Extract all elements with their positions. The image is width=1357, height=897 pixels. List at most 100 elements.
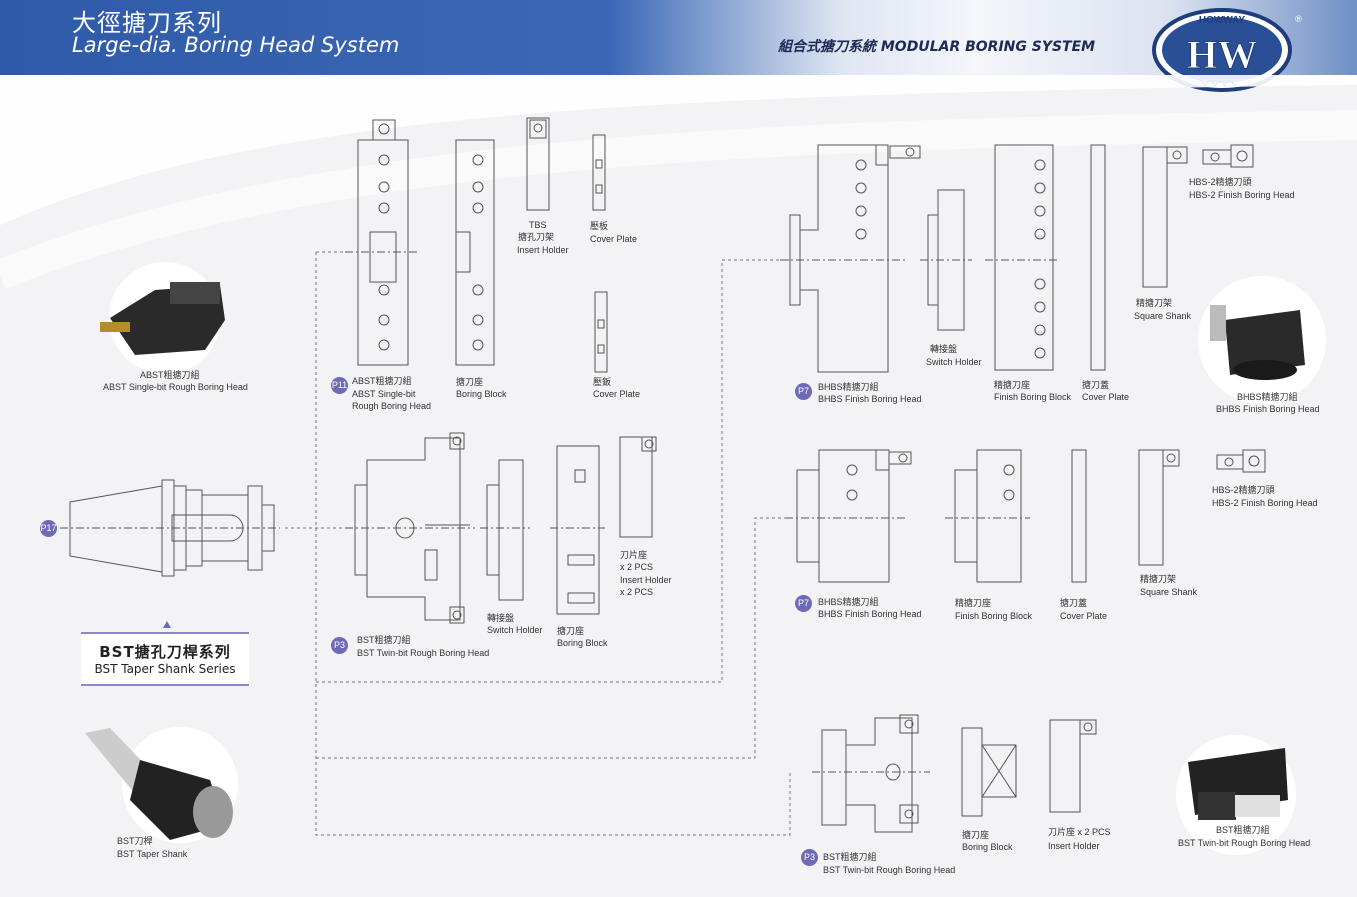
switch-holder-2-label-en: Switch Holder <box>926 357 982 367</box>
page-title-en: Large-dia. Boring Head System <box>72 33 400 57</box>
insert-holder-label-cn: 刀片座 <box>620 550 648 560</box>
insert-holder-3-label-cn: 刀片座 x 2 PCS <box>1048 827 1111 837</box>
insert-holder-3-drawing <box>1049 719 1097 813</box>
cover-plate-3-label-en: Cover Plate <box>1082 392 1130 402</box>
boring-block-2-drawing <box>550 445 605 615</box>
bhbs-photo-label-en: BHBS Finish Boring Head <box>1216 404 1320 414</box>
hbs2-2-label-en: HBS-2 Finish Boring Head <box>1212 498 1318 508</box>
finish-boring-block-label-cn: 精搪刀座 <box>994 380 1031 390</box>
cover-plate-2-label-cn: 壓鈑 <box>593 377 612 387</box>
bst-3-label-en: BST Twin-bit Rough Boring Head <box>823 865 956 875</box>
background-wave <box>0 75 1357 289</box>
cover-plate-3-label-cn: 搪刀蓋 <box>1082 380 1110 390</box>
page-badge-p7: P7 <box>795 383 812 400</box>
hbs2-label-en: HBS-2 Finish Boring Head <box>1189 190 1295 200</box>
abst-head-drawing <box>345 119 420 366</box>
cover-plate-4-drawing <box>1071 449 1087 583</box>
switch-holder-2-drawing <box>920 189 972 331</box>
bhbs-label-cn: BHBS精搪刀組 <box>818 382 879 392</box>
cover-plate-4-label-en: Cover Plate <box>1060 611 1108 621</box>
page-badge-p17: P17 <box>40 520 57 537</box>
cover-plate-drawing <box>592 134 608 373</box>
pointer-triangle <box>163 621 171 628</box>
bst-twin-label-en: BST Twin-bit Rough Boring Head <box>357 648 490 658</box>
boring-block-3-label-en: Boring Block <box>962 842 1013 852</box>
insert-holder-qty: x 2 PCS <box>620 562 654 572</box>
square-shank-label-en: Square Shank <box>1134 311 1192 321</box>
abst-label-cn: ABST粗搪刀組 <box>352 376 412 386</box>
bst-twin-bit-head-drawing <box>345 432 475 624</box>
hbs2-finish-head-drawing <box>1202 144 1254 168</box>
bhbs-photo <box>1198 276 1326 404</box>
bhbs-2-label-en: BHBS Finish Boring Head <box>818 609 922 619</box>
bst-series-box: BST搪孔刀桿系列 BST Taper Shank Series <box>81 632 249 686</box>
cover-plate-label-en: Cover Plate <box>590 234 638 244</box>
abst-label-en2: Rough Boring Head <box>352 401 432 411</box>
tbs-insert-holder-drawing <box>526 117 550 211</box>
tbs-label-cn: 搪孔刀架 <box>518 232 555 242</box>
bhbs-label-en: BHBS Finish Boring Head <box>818 394 922 404</box>
boring-block-2-label-cn: 搪刀座 <box>557 626 585 636</box>
insert-holder-3-label-en: Insert Holder <box>1048 841 1100 851</box>
switch-holder-2-label-cn: 轉接盤 <box>930 344 958 354</box>
finish-boring-block-drawing <box>985 144 1060 371</box>
system-title: 組合式搪刀系統 MODULAR BORING SYSTEM <box>778 39 1096 55</box>
bst-3-label-cn: BST粗搪刀組 <box>823 852 877 862</box>
insert-holder-drawing <box>619 436 657 538</box>
howway-logo: HOWWAY HW ® <box>1152 8 1302 92</box>
square-shank-2-drawing <box>1138 449 1180 566</box>
square-shank-drawing <box>1142 146 1188 288</box>
bst-twin-label-cn: BST粗搪刀組 <box>357 635 411 645</box>
boring-block-drawing <box>455 139 495 366</box>
boring-block-label-en: Boring Block <box>456 389 507 399</box>
page-badge-p11: P11 <box>331 377 348 394</box>
bst-photo <box>1176 735 1296 855</box>
insert-holder-label-en: Insert Holder <box>620 575 672 585</box>
bst-photo-label-en: BST Twin-bit Rough Boring Head <box>1178 838 1311 848</box>
abst-photo-label-cn: ABST粗搪刀組 <box>140 370 200 380</box>
header-banner: 大徑搪刀系列 Large-dia. Boring Head System 組合式… <box>0 0 1357 92</box>
switch-holder-drawing <box>480 459 530 601</box>
insert-holder-qty-2: x 2 PCS <box>620 587 654 597</box>
bst-taper-shank-drawing <box>60 479 280 577</box>
finish-boring-block-2-label-en: Finish Boring Block <box>955 611 1033 621</box>
shank-photo <box>85 727 238 843</box>
boring-block-3-label-cn: 搪刀座 <box>962 830 990 840</box>
logo-registered: ® <box>1294 15 1302 25</box>
square-shank-2-label-cn: 精搪刀架 <box>1140 574 1177 584</box>
finish-boring-block-2-drawing <box>945 449 1030 583</box>
connector-lines <box>285 251 791 836</box>
bhbs-2-label-cn: BHBS精搪刀組 <box>818 597 879 607</box>
square-shank-label-cn: 精搪刀架 <box>1136 298 1173 308</box>
tbs-label-en: Insert Holder <box>517 245 569 255</box>
boring-block-label-cn: 搪刀座 <box>456 377 484 387</box>
finish-boring-block-label-en: Finish Boring Block <box>994 392 1072 402</box>
cover-plate-4-label-cn: 搪刀蓋 <box>1060 598 1088 608</box>
bst-twin-bit-head-3-drawing <box>812 714 930 833</box>
bst-series-title-cn: BST搪孔刀桿系列 <box>99 643 231 661</box>
finish-boring-block-2-label-cn: 精搪刀座 <box>955 598 992 608</box>
bst-series-title-en: BST Taper Shank Series <box>94 662 236 676</box>
hbs2-label-cn: HBS-2精搪刀頭 <box>1189 177 1252 187</box>
page-title-cn: 大徑搪刀系列 <box>72 9 222 37</box>
abst-label-en1: ABST Single-bit <box>352 389 416 399</box>
bhbs-photo-label-cn: BHBS精搪刀組 <box>1237 392 1298 402</box>
bst-photo-label-cn: BST粗搪刀組 <box>1216 825 1270 835</box>
switch-holder-label-en: Switch Holder <box>487 625 543 635</box>
square-shank-2-label-en: Square Shank <box>1140 587 1198 597</box>
cover-plate-label-cn: 壓板 <box>590 221 609 231</box>
abst-photo <box>100 262 225 374</box>
tbs-code-label: TBS <box>529 220 547 230</box>
page-badge-p3-2: P3 <box>801 849 818 866</box>
cover-plate-3-drawing <box>1090 144 1106 371</box>
switch-holder-label-cn: 轉接盤 <box>487 613 515 623</box>
page-badge-p7-2: P7 <box>795 595 812 612</box>
bhbs-finish-head-drawing <box>780 144 921 373</box>
bhbs-finish-head-2-drawing <box>785 449 912 583</box>
shank-photo-label-en: BST Taper Shank <box>117 849 188 859</box>
abst-photo-label-en: ABST Single-bit Rough Boring Head <box>103 382 248 392</box>
hbs2-finish-head-2-drawing <box>1216 449 1266 473</box>
shank-photo-label-cn: BST刀桿 <box>117 836 153 846</box>
boring-block-2-label-en: Boring Block <box>557 638 608 648</box>
